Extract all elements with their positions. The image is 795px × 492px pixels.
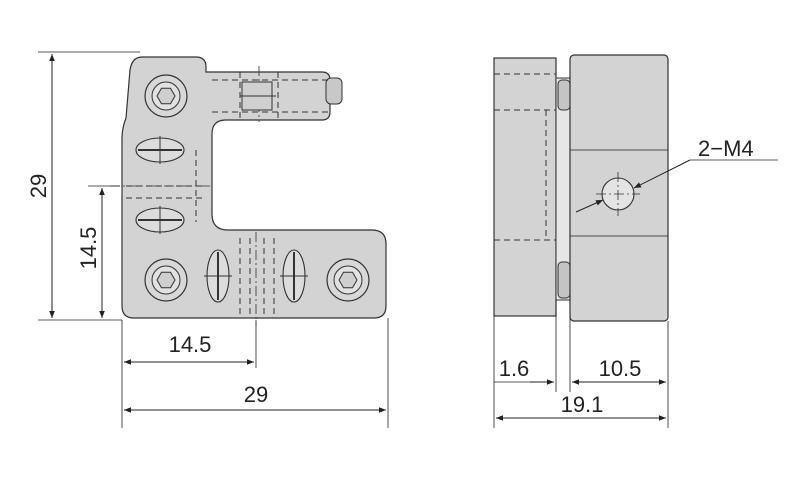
front-view: 29 14.5 14.5 29 xyxy=(26,51,389,428)
dim-plate-thickness: 1.6 xyxy=(499,356,530,381)
side-view: 2−M4 1.6 10.5 19.1 xyxy=(493,54,778,428)
slot-screw-bottom-center-left xyxy=(204,249,232,303)
dim-width-half: 14.5 xyxy=(169,332,212,357)
thread-hole xyxy=(596,172,640,216)
slot-screw-left-lower xyxy=(135,206,185,234)
dim-height-half: 14.5 xyxy=(76,227,101,270)
thread-label: 2−M4 xyxy=(698,136,754,161)
knob xyxy=(325,77,343,105)
dim-height-total: 29 xyxy=(26,174,51,198)
hex-screw-top-left xyxy=(144,74,188,118)
hex-screw-bottom-left xyxy=(144,258,188,302)
dim-total-thickness: 19.1 xyxy=(561,392,604,417)
bracket-body xyxy=(121,56,387,319)
set-screw-top-arm xyxy=(241,81,273,111)
side-plate xyxy=(493,57,557,317)
side-screw-head-bottom xyxy=(557,261,571,299)
slot-screw-bottom-center-right xyxy=(280,249,308,303)
dim-block-thickness: 10.5 xyxy=(599,356,642,381)
hex-screw-bottom-right xyxy=(326,258,370,302)
side-screw-head-top xyxy=(557,79,571,111)
slot-screw-left-upper xyxy=(135,136,185,164)
dim-width-total: 29 xyxy=(244,382,268,407)
